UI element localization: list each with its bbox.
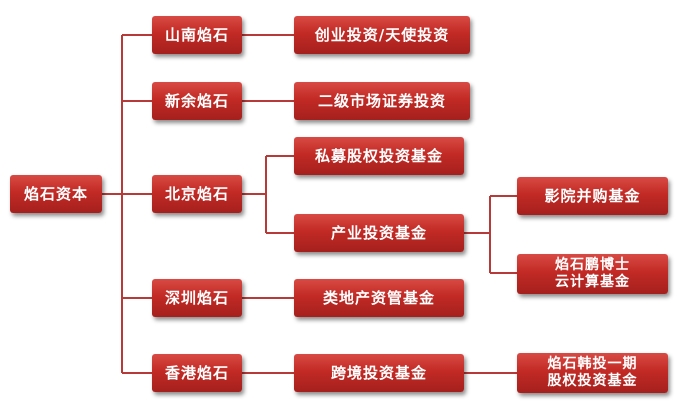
branch-node-xinyu[interactable]: 新余焰石 <box>152 82 242 120</box>
branch-node-beijing[interactable]: 北京焰石 <box>152 175 242 213</box>
root-node-label: 焰石资本 <box>23 185 88 203</box>
subfund-node-line1: 焰石韩投一期 <box>547 356 638 372</box>
subfund-node-line2: 云计算基金 <box>555 274 630 290</box>
fund-node-label: 二级市场证券投资 <box>317 92 446 110</box>
branch-node-label: 深圳焰石 <box>164 289 229 307</box>
branch-node-label: 北京焰石 <box>164 185 229 203</box>
fund-node-secondary-market[interactable]: 二级市场证券投资 <box>294 82 470 120</box>
fund-node-label: 跨境投资基金 <box>330 364 427 382</box>
fund-node-label: 私募股权投资基金 <box>314 147 443 165</box>
fund-node-real-estate-asset-mgmt[interactable]: 类地产资管基金 <box>294 279 464 317</box>
fund-node-private-equity[interactable]: 私募股权投资基金 <box>294 137 464 175</box>
fund-node-venture-angel[interactable]: 创业投资/天使投资 <box>294 16 470 54</box>
branch-node-label: 香港焰石 <box>164 364 229 382</box>
subfund-node-label: 影院并购基金 <box>544 187 641 205</box>
fund-node-industry[interactable]: 产业投资基金 <box>294 214 464 252</box>
branch-node-label: 山南焰石 <box>164 26 229 44</box>
subfund-node-cinema-ma[interactable]: 影院并购基金 <box>517 177 668 215</box>
fund-node-label: 类地产资管基金 <box>322 289 435 307</box>
branch-node-shenzhen[interactable]: 深圳焰石 <box>152 279 242 317</box>
fund-node-cross-border[interactable]: 跨境投资基金 <box>294 354 464 392</box>
subfund-node-line2: 股权投资基金 <box>547 373 638 389</box>
fund-node-label: 创业投资/天使投资 <box>314 26 450 44</box>
fund-node-label: 产业投资基金 <box>330 224 427 242</box>
subfund-node-line1: 焰石鹏博士 <box>555 257 630 273</box>
branch-node-label: 新余焰石 <box>164 92 229 110</box>
branch-node-shannan[interactable]: 山南焰石 <box>152 16 242 54</box>
branch-node-hongkong[interactable]: 香港焰石 <box>152 354 242 392</box>
root-node-yanshi-capital[interactable]: 焰石资本 <box>10 175 102 213</box>
subfund-node-cloud-computing[interactable]: 焰石鹏博士 云计算基金 <box>517 254 668 294</box>
subfund-node-korea-equity[interactable]: 焰石韩投一期 股权投资基金 <box>517 353 668 393</box>
